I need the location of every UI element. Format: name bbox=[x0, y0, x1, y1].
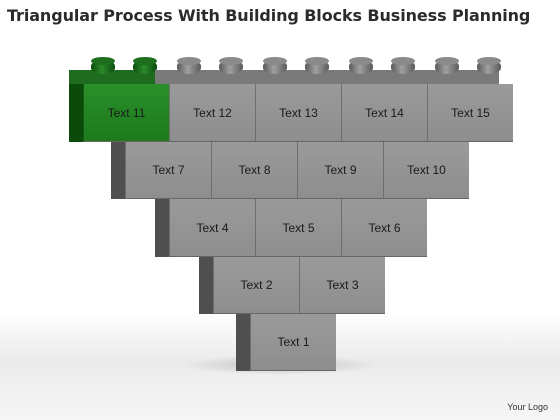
brick-stud-cap bbox=[391, 57, 415, 65]
text-block: Text 7 bbox=[125, 142, 211, 199]
brick-stud-cap bbox=[305, 57, 329, 65]
brick-top-face bbox=[155, 70, 241, 84]
brick-top-face bbox=[327, 70, 413, 84]
text-block: Text 3 bbox=[299, 257, 385, 314]
brick-top-face bbox=[413, 70, 499, 84]
text-block: Text 6 bbox=[341, 199, 427, 257]
page-title: Triangular Process With Building Blocks … bbox=[7, 6, 531, 25]
text-block: Text 11 bbox=[83, 84, 169, 142]
brick-stud-cap bbox=[349, 57, 373, 65]
text-block: Text 12 bbox=[169, 84, 255, 142]
brick-stud-cap bbox=[133, 57, 157, 65]
brick-stud-cap bbox=[477, 57, 501, 65]
brick-side-face bbox=[111, 142, 125, 199]
text-block: Text 1 bbox=[250, 314, 336, 371]
brick-stud-cap bbox=[263, 57, 287, 65]
text-block: Text 2 bbox=[213, 257, 299, 314]
text-block: Text 10 bbox=[383, 142, 469, 199]
text-block: Text 14 bbox=[341, 84, 427, 142]
brick-side-face bbox=[69, 84, 83, 142]
text-block: Text 13 bbox=[255, 84, 341, 142]
brick-stud-cap bbox=[435, 57, 459, 65]
brick-side-face bbox=[155, 199, 169, 257]
text-block: Text 15 bbox=[427, 84, 513, 142]
text-block: Text 4 bbox=[169, 199, 255, 257]
text-block: Text 8 bbox=[211, 142, 297, 199]
brick-side-face bbox=[199, 257, 213, 314]
text-block: Text 9 bbox=[297, 142, 383, 199]
brick-top-face bbox=[69, 70, 155, 84]
text-block: Text 5 bbox=[255, 199, 341, 257]
brick-stud-cap bbox=[177, 57, 201, 65]
brick-stud-cap bbox=[219, 57, 243, 65]
brick-top-face bbox=[241, 70, 327, 84]
brick-side-face bbox=[236, 314, 250, 371]
logo-placeholder: Your Logo bbox=[507, 402, 548, 412]
brick-stud-cap bbox=[91, 57, 115, 65]
